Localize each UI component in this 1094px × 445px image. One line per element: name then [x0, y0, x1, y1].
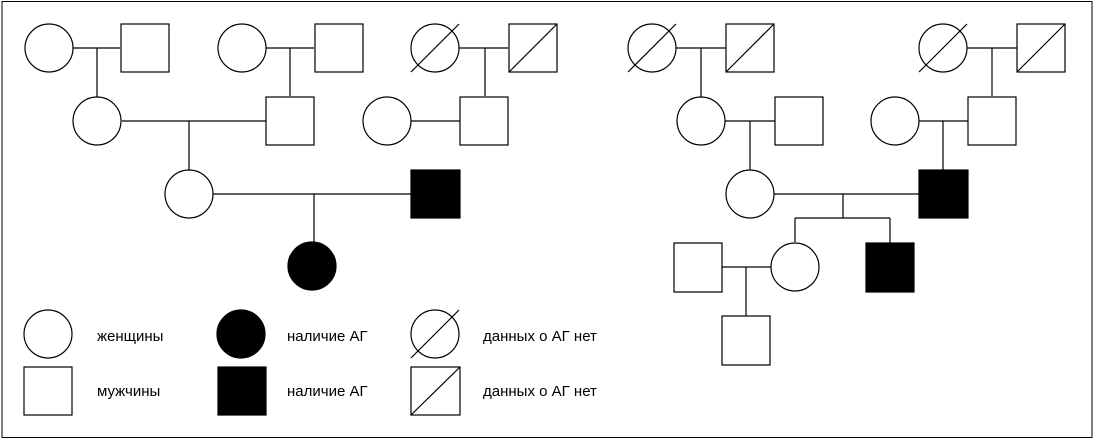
- unknown-slash: [918, 23, 968, 73]
- female-symbol: [24, 23, 74, 73]
- legend-male-icon: [23, 366, 73, 416]
- pedigree-right: [627, 23, 1066, 366]
- legend-unknown-male-label: данных о АГ нет: [483, 383, 597, 400]
- unknown-slash: [627, 23, 677, 73]
- female-symbol: [164, 169, 214, 219]
- male-symbol: [459, 96, 509, 146]
- unknown-slash: [410, 366, 461, 416]
- unknown-slash: [410, 23, 460, 73]
- legend-female-label: женщины: [97, 328, 163, 345]
- male-symbol: [721, 315, 771, 366]
- female-symbol: [870, 96, 920, 146]
- female-symbol: [217, 23, 267, 73]
- legend-unknown-female-label: данных о АГ нет: [483, 328, 597, 345]
- male-symbol: [120, 23, 170, 73]
- unknown-slash: [725, 23, 775, 73]
- male-symbol: [314, 23, 364, 73]
- unknown-slash: [1016, 23, 1066, 73]
- unknown-slash: [410, 309, 460, 359]
- female-symbol: [362, 96, 412, 146]
- legend-affected-male-label: наличие АГ: [287, 383, 368, 400]
- legend: [23, 309, 461, 416]
- legend-male-label: мужчины: [97, 383, 160, 400]
- male-symbol: [673, 242, 723, 293]
- legend-affected-female-icon: [216, 309, 266, 359]
- female-symbol: [770, 242, 820, 292]
- male-symbol: [774, 96, 824, 146]
- unknown-slash: [508, 23, 558, 73]
- legend-affected-male-icon: [217, 366, 267, 416]
- male-affected-symbol: [410, 169, 461, 219]
- female-symbol: [72, 96, 122, 146]
- female-symbol: [725, 169, 775, 219]
- legend-affected-female-label: наличие АГ: [287, 328, 368, 345]
- female-symbol: [676, 96, 726, 146]
- male-symbol: [967, 96, 1017, 146]
- legend-labels: женщины мужчины наличие АГ наличие АГ да…: [97, 328, 597, 400]
- female-affected-symbol: [287, 241, 337, 291]
- pedigree-left: [24, 23, 558, 291]
- legend-female-icon: [23, 309, 73, 359]
- male-affected-symbol: [918, 169, 969, 219]
- male-symbol: [265, 96, 315, 146]
- male-affected-symbol: [865, 242, 915, 293]
